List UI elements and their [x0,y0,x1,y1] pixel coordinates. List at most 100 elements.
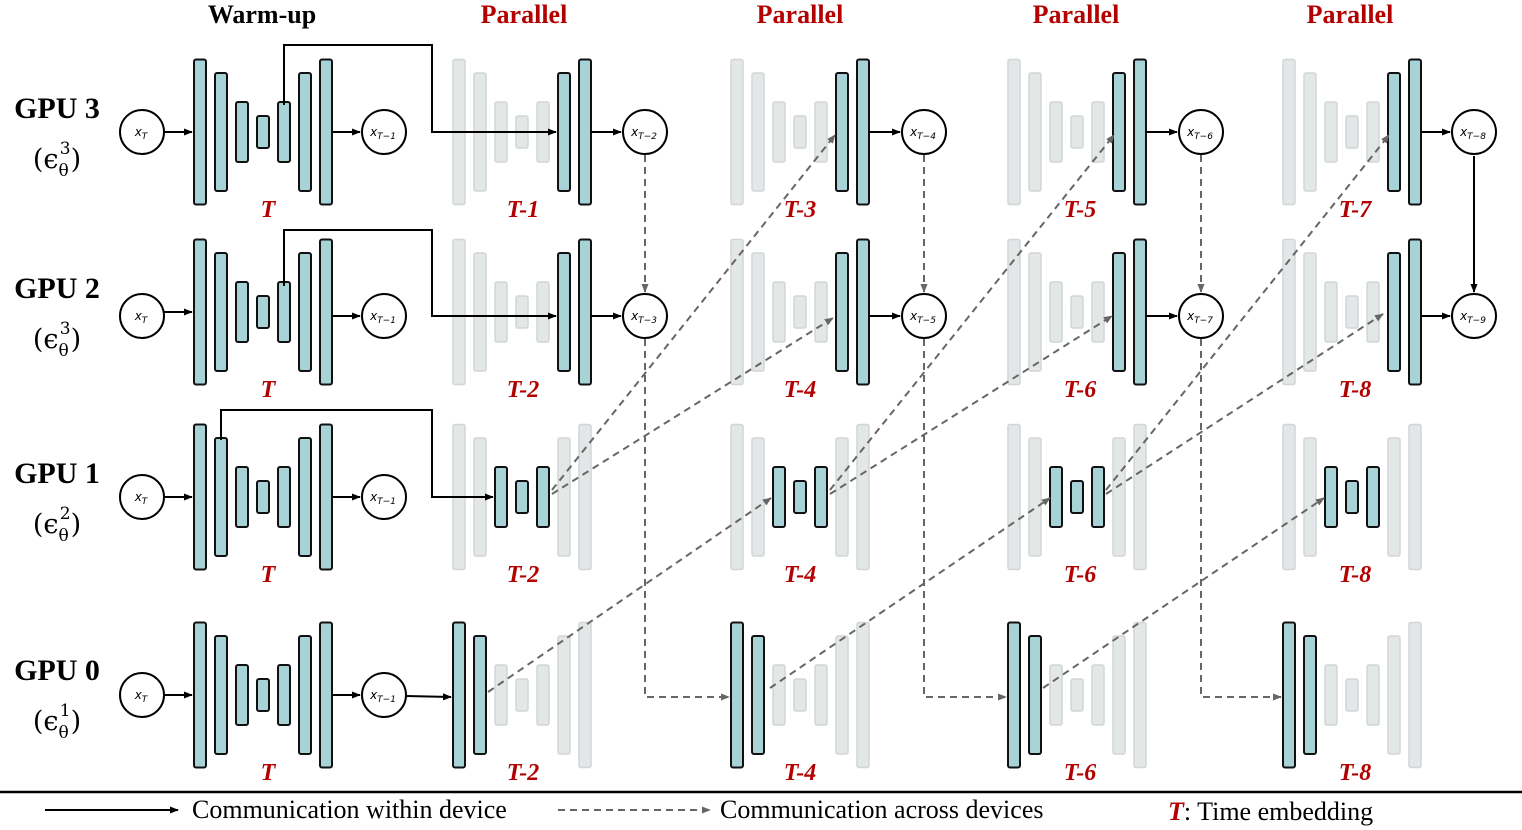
unet-layer-skipped [856,423,870,571]
unet-layer [1408,58,1422,206]
unet-layer-skipped [1028,72,1042,192]
time-label: T-8 [1339,760,1371,786]
gpu-label-0: GPU 0 (ϵθ1) [14,654,100,743]
time-label: T-6 [1064,377,1096,403]
across-device-arrow [1200,339,1282,701]
unet-layer [1345,480,1359,514]
unet-layer [319,238,333,386]
unet-layer [578,238,592,386]
unet-layer-skipped [1324,281,1338,343]
header-warmup: Warm-up [208,0,316,29]
legend-time-embedding: T: Time embedding [1168,797,1373,826]
unet-layer-skipped [1091,101,1105,163]
across-device-arrow [487,497,772,693]
unet-layer [835,252,849,372]
unet-layer-skipped [835,635,849,755]
unet-layer [856,58,870,206]
across-device-arrow [1105,313,1384,495]
latent-node: xT−3 [622,293,668,339]
svg-text:xT−8: xT−8 [1459,125,1486,142]
latent-node: xT [119,474,165,520]
unet-layer [256,678,270,712]
unet-blocks [193,58,1422,769]
unet-layer-skipped [1007,238,1021,386]
unet-layer [277,281,291,343]
unet-layer-skipped [730,238,744,386]
time-label: T-1 [507,197,539,223]
unet-layer-skipped [856,621,870,769]
unet-layer-skipped [1049,664,1063,726]
across-device-arrow [769,497,1051,689]
time-label: T-6 [1064,562,1096,588]
svg-text:xT: xT [134,125,149,142]
unet-layer-skipped [814,101,828,163]
unet-layer-skipped [1408,423,1422,571]
unet-layer-skipped [1282,58,1296,206]
unet-layer [235,101,249,163]
unet-layer [1070,480,1084,514]
time-label: T-2 [507,760,539,786]
unet-layer-skipped [494,664,508,726]
unet-layer [298,252,312,372]
time-label: T [261,760,277,786]
time-label: T-8 [1339,562,1371,588]
time-label: T-4 [784,562,816,588]
across-device-arrow [551,317,834,495]
unet-layer [1028,635,1042,755]
unet-block [1007,423,1147,571]
time-label: T-5 [1064,197,1096,223]
unet-layer [214,252,228,372]
latent-node: xT−8 [1451,109,1497,155]
unet-layer [494,466,508,528]
unet-layer [193,238,207,386]
time-label: T-3 [784,197,816,223]
unet-layer [1324,466,1338,528]
unet-layer-skipped [814,281,828,343]
unet-layer [1112,72,1126,192]
header-parallel-2: Parallel [757,0,844,29]
unet-layer-skipped [814,664,828,726]
latent-node: xT [119,672,165,718]
unet-block [1282,423,1422,571]
unet-layer-skipped [1091,664,1105,726]
unet-layer-skipped [1070,295,1084,329]
header-parallel-1: Parallel [481,0,568,29]
unet-block [730,621,870,769]
unet-layer-skipped [1133,423,1147,571]
gpu-name: GPU 1 [14,457,100,490]
unet-layer-skipped [515,678,529,712]
unet-layer-skipped [835,437,849,557]
svg-text:xT−5: xT−5 [909,309,936,326]
unet-layer [277,664,291,726]
unet-layer-skipped [473,252,487,372]
unet-layer-skipped [557,635,571,755]
latent-node: xT−2 [622,109,668,155]
unet-layer-skipped [1028,437,1042,557]
unet-layer-skipped [793,295,807,329]
svg-text:xT−2: xT−2 [630,125,657,142]
across-device-arrow [829,134,1115,491]
unet-layer [235,281,249,343]
unet-block [193,423,333,571]
unet-block [452,621,592,769]
unet-layer [319,621,333,769]
latent-node: xT−5 [901,293,947,339]
gpu-model: (ϵθ1) [33,701,81,743]
unet-layer [319,58,333,206]
legend-across-label: Communication across devices [720,795,1043,824]
unet-layer [557,252,571,372]
time-label: T [261,562,277,588]
within-device-arrow [283,229,557,320]
gpu-name: GPU 2 [14,272,100,305]
time-label: T-2 [507,562,539,588]
unet-block [1282,58,1422,206]
latent-node: xT−4 [901,109,947,155]
unet-layer-skipped [1366,281,1380,343]
unet-layer-skipped [1366,664,1380,726]
svg-text:xT−4: xT−4 [909,125,936,142]
unet-block [1007,621,1147,769]
unet-layer [298,72,312,192]
unet-layer [214,437,228,557]
